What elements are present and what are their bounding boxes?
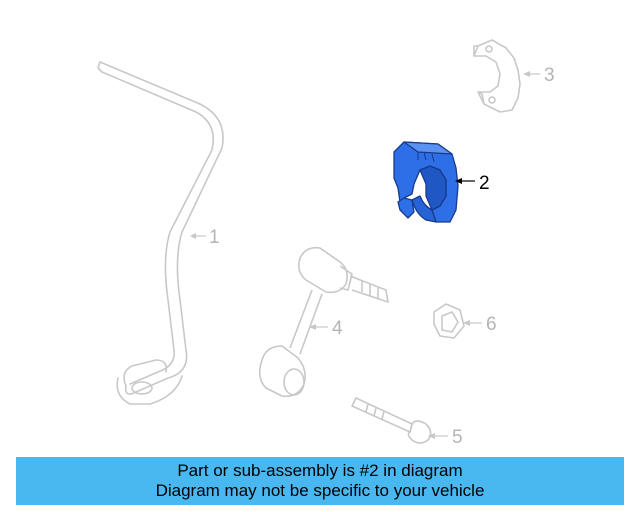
banner-line-disclaimer: Diagram may not be specific to your vehi… — [155, 481, 485, 500]
callout-leaders — [190, 71, 540, 439]
callout-3: 3 — [544, 65, 555, 86]
nut-part-6[interactable] — [433, 303, 465, 339]
leader-5-arrow — [428, 433, 435, 439]
callout-2: 2 — [479, 173, 490, 194]
leader-6-arrow — [463, 320, 470, 326]
bracket-part-3[interactable] — [473, 39, 521, 113]
callout-1: 1 — [209, 227, 220, 248]
info-banner: Part or sub-assembly is #2 in diagram Di… — [16, 457, 624, 505]
callout-5: 5 — [452, 427, 463, 448]
leader-3-arrow — [523, 71, 530, 77]
stabilizer-link-part-4[interactable] — [258, 246, 389, 398]
leader-1-arrow — [190, 233, 196, 239]
callout-6: 6 — [486, 314, 497, 335]
stabilizer-bar-part-1[interactable] — [97, 61, 224, 405]
leader-2-arrow — [455, 178, 462, 184]
leader-4-arrow — [309, 324, 316, 330]
bolt-part-5[interactable] — [351, 397, 432, 444]
bushing-part-2[interactable] — [393, 141, 459, 223]
banner-line-part-info: Part or sub-assembly is #2 in diagram — [177, 461, 463, 480]
callout-4: 4 — [332, 318, 343, 339]
